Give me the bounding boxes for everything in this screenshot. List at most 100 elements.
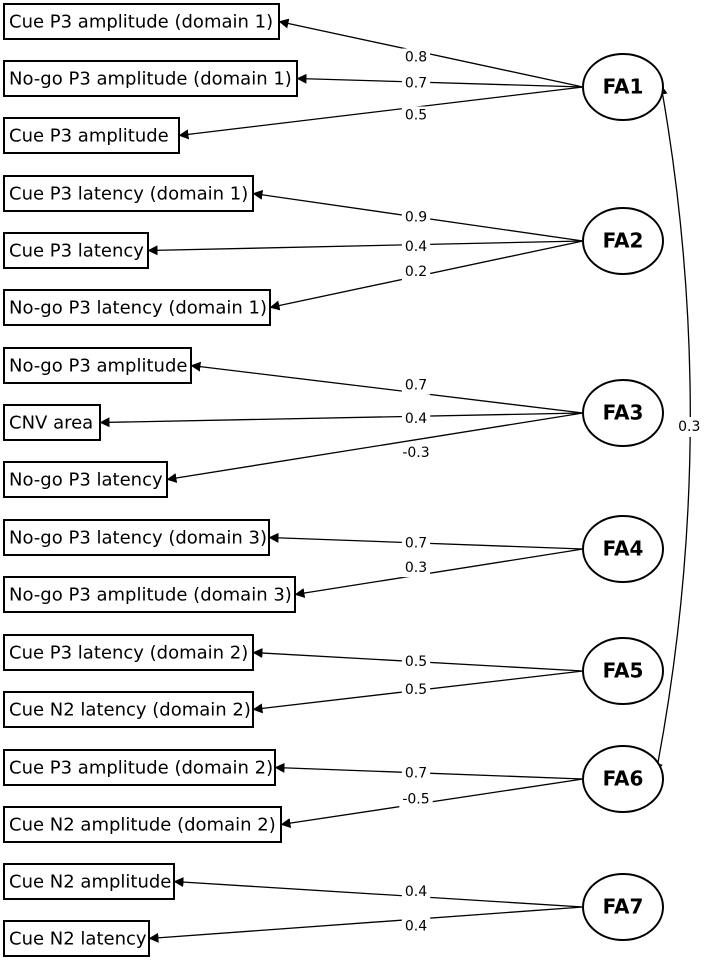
indicator-box: No-go P3 latency (domain 1) bbox=[3, 289, 271, 326]
loading-label-bg bbox=[401, 48, 431, 67]
loading-value: 0.7 bbox=[405, 378, 427, 394]
indicator-label: CNV area bbox=[9, 413, 93, 434]
factor-ellipse bbox=[582, 873, 664, 941]
indicator-rect bbox=[3, 863, 175, 900]
indicator-rect bbox=[3, 691, 254, 728]
loading-value: 0.5 bbox=[405, 654, 427, 670]
loading-value: 0.4 bbox=[405, 411, 427, 427]
factor-node: FA4 bbox=[582, 515, 664, 583]
indicator-rect bbox=[3, 3, 280, 40]
indicator-box: Cue P3 latency bbox=[3, 232, 149, 269]
factor-ellipse bbox=[582, 207, 664, 275]
loading-edge bbox=[147, 240, 584, 256]
loading-label-group: 0.5 bbox=[401, 106, 431, 125]
loading-label-group: 0.9 bbox=[401, 208, 431, 227]
factor-ellipse bbox=[582, 745, 664, 813]
loading-label-bg bbox=[401, 410, 431, 429]
loading-arrow bbox=[166, 412, 584, 483]
factor-node: FA7 bbox=[582, 873, 664, 941]
loading-label-bg bbox=[401, 917, 431, 936]
loading-value: -0.5 bbox=[402, 791, 429, 807]
loading-label-bg bbox=[401, 652, 431, 671]
loading-label-bg bbox=[401, 237, 431, 256]
loading-arrow bbox=[296, 73, 584, 88]
correlation-value: 0.3 bbox=[678, 419, 700, 435]
loading-value: 0.4 bbox=[405, 884, 427, 900]
loading-edge bbox=[190, 361, 584, 414]
factor-node: FA2 bbox=[582, 207, 664, 275]
loading-arrow bbox=[278, 18, 584, 88]
indicator-label: No-go P3 latency (domain 1) bbox=[9, 298, 267, 319]
indicator-rect bbox=[3, 519, 270, 556]
loading-label-bg bbox=[401, 764, 431, 783]
indicator-rect bbox=[3, 117, 180, 154]
indicator-box: Cue P3 amplitude bbox=[3, 117, 180, 154]
factor-ellipse bbox=[582, 53, 664, 121]
loading-arrow bbox=[148, 906, 584, 943]
indicator-label: Cue P3 latency (domain 2) bbox=[9, 643, 248, 664]
indicator-box: Cue P3 latency (domain 1) bbox=[3, 175, 254, 212]
indicator-box: No-go P3 latency (domain 3) bbox=[3, 519, 270, 556]
loading-value: 0.7 bbox=[405, 75, 427, 91]
factor-label: FA1 bbox=[603, 75, 644, 99]
indicator-box: Cue P3 amplitude (domain 1) bbox=[3, 3, 280, 40]
loading-label-bg bbox=[401, 559, 431, 578]
loading-edge bbox=[173, 877, 584, 908]
factor-label: FA7 bbox=[603, 895, 644, 919]
indicator-rect bbox=[3, 749, 276, 786]
loading-label-bg bbox=[401, 208, 431, 227]
loading-edge bbox=[296, 73, 584, 88]
loading-arrow bbox=[190, 361, 584, 414]
loading-label-group: -0.3 bbox=[399, 443, 433, 462]
loading-label-bg bbox=[401, 534, 431, 553]
indicator-label: Cue P3 amplitude bbox=[9, 126, 169, 147]
factor-node: FA5 bbox=[582, 637, 664, 705]
loading-edge bbox=[178, 86, 584, 140]
loading-label-group: 0.7 bbox=[401, 764, 431, 783]
indicator-label: No-go P3 amplitude (domain 1) bbox=[9, 69, 292, 90]
indicator-rect bbox=[3, 461, 168, 498]
loading-label-group: 0.4 bbox=[401, 410, 431, 429]
loading-label-group: 0.7 bbox=[401, 376, 431, 395]
loading-arrow bbox=[147, 240, 584, 256]
loading-value: 0.4 bbox=[405, 918, 427, 934]
indicator-rect bbox=[3, 289, 271, 326]
loading-edge bbox=[99, 412, 584, 428]
factor-ellipse bbox=[582, 379, 664, 447]
loading-arrow bbox=[294, 548, 584, 598]
indicator-box: No-go P3 amplitude bbox=[3, 347, 192, 384]
loading-value: -0.3 bbox=[402, 445, 429, 461]
loading-label-group: 0.4 bbox=[401, 917, 431, 936]
indicator-label: Cue N2 amplitude (domain 2) bbox=[9, 815, 276, 836]
loading-label-bg bbox=[399, 790, 433, 809]
loading-label-group: 0.5 bbox=[401, 681, 431, 700]
loading-label-group: 0.2 bbox=[401, 263, 431, 282]
indicator-box: CNV area bbox=[3, 404, 101, 441]
factor-node: FA6 bbox=[582, 745, 664, 813]
loading-edge bbox=[148, 906, 584, 943]
indicator-rect bbox=[3, 576, 296, 613]
loading-label-bg bbox=[401, 376, 431, 395]
factor-label: FA5 bbox=[603, 659, 644, 683]
correlation-label-group: 0.3 bbox=[676, 417, 703, 437]
loading-label-group: 0.4 bbox=[401, 882, 431, 901]
loading-label-bg bbox=[401, 106, 431, 125]
indicator-label: No-go P3 amplitude (domain 3) bbox=[9, 585, 292, 606]
loading-label-group: 0.5 bbox=[401, 652, 431, 671]
loading-value: 0.9 bbox=[405, 210, 427, 226]
indicator-box: Cue P3 amplitude (domain 2) bbox=[3, 749, 276, 786]
loading-label-group: -0.5 bbox=[399, 790, 433, 809]
factor-ellipse bbox=[582, 515, 664, 583]
loading-value: 0.2 bbox=[405, 264, 427, 280]
loading-label-group: 0.3 bbox=[401, 559, 431, 578]
factor-ellipse bbox=[582, 637, 664, 705]
indicator-rect bbox=[3, 60, 298, 97]
indicator-rect bbox=[3, 806, 282, 843]
loading-edge bbox=[278, 18, 584, 88]
loading-label-group: 0.4 bbox=[401, 237, 431, 256]
loading-value: 0.8 bbox=[405, 49, 427, 65]
loading-edge bbox=[294, 548, 584, 598]
loading-value: 0.4 bbox=[405, 239, 427, 255]
indicator-label: Cue P3 latency (domain 1) bbox=[9, 184, 248, 205]
